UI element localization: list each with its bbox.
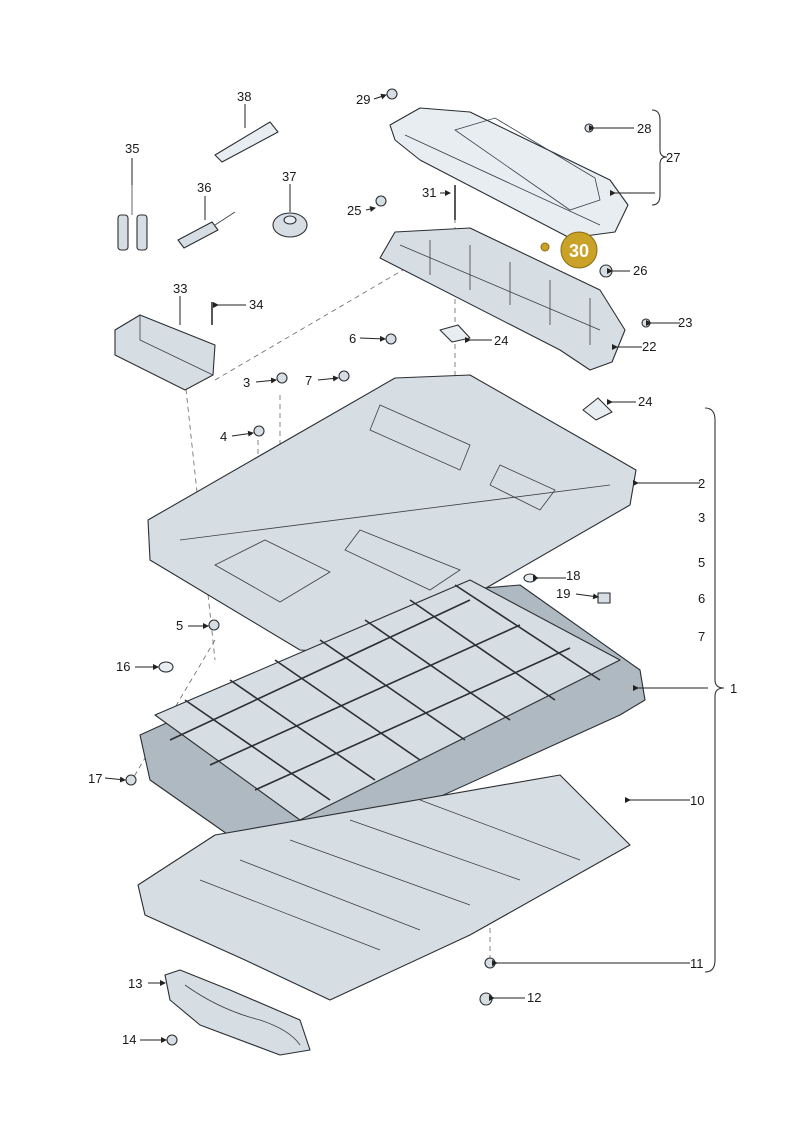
label-7[interactable]: 7 [305, 373, 312, 388]
label-1[interactable]: 1 [730, 681, 737, 696]
label-38[interactable]: 38 [237, 89, 251, 104]
label-25[interactable]: 25 [347, 203, 361, 218]
group-brackets [610, 109, 725, 973]
label-34[interactable]: 34 [249, 297, 263, 312]
battery-tray-part [139, 579, 646, 861]
label-6-group[interactable]: 6 [698, 591, 705, 606]
label-5-group[interactable]: 5 [698, 555, 705, 570]
label-27[interactable]: 27 [666, 150, 680, 165]
callout-label: 30 [569, 241, 589, 261]
label-4[interactable]: 4 [220, 429, 227, 444]
label-37[interactable]: 37 [282, 169, 296, 184]
upper-housing-part [147, 374, 637, 656]
label-12[interactable]: 12 [527, 990, 541, 1005]
label-7-group[interactable]: 7 [698, 629, 705, 644]
label-3[interactable]: 3 [243, 375, 250, 390]
label-26[interactable]: 26 [633, 263, 647, 278]
highlighted-callout-30[interactable]: 30 [540, 231, 598, 269]
label-33[interactable]: 33 [173, 281, 187, 296]
bracket-part [164, 969, 311, 1056]
leader-lines [104, 93, 708, 1043]
callout-badge [560, 231, 598, 269]
label-11[interactable]: 11 [690, 956, 704, 971]
label-13[interactable]: 13 [128, 976, 142, 991]
label-24-upper[interactable]: 24 [494, 333, 508, 348]
label-16[interactable]: 16 [116, 659, 130, 674]
label-17[interactable]: 17 [88, 771, 102, 786]
control-module-part [114, 314, 216, 391]
label-31[interactable]: 31 [422, 185, 436, 200]
cell-ribs [169, 584, 601, 801]
label-18[interactable]: 18 [566, 568, 580, 583]
label-29[interactable]: 29 [356, 92, 370, 107]
label-24-lower[interactable]: 24 [638, 394, 652, 409]
label-14[interactable]: 14 [122, 1032, 136, 1047]
part-labels: 1 2 3 5 6 7 10 11 12 13 14 16 17 18 19 2… [88, 89, 737, 1047]
label-22[interactable]: 22 [642, 339, 656, 354]
top-cover-part [389, 107, 629, 239]
label-35[interactable]: 35 [125, 141, 139, 156]
label-5[interactable]: 5 [176, 618, 183, 633]
label-23[interactable]: 23 [678, 315, 692, 330]
upper-frame-part [379, 227, 626, 371]
label-36[interactable]: 36 [197, 180, 211, 195]
label-28[interactable]: 28 [637, 121, 651, 136]
label-19[interactable]: 19 [556, 586, 570, 601]
label-2[interactable]: 2 [698, 476, 705, 491]
label-3-group[interactable]: 3 [698, 510, 705, 525]
label-6[interactable]: 6 [349, 331, 356, 346]
underbody-plate-part [137, 774, 631, 1001]
label-10[interactable]: 10 [690, 793, 704, 808]
screw-30-icon [540, 242, 550, 252]
